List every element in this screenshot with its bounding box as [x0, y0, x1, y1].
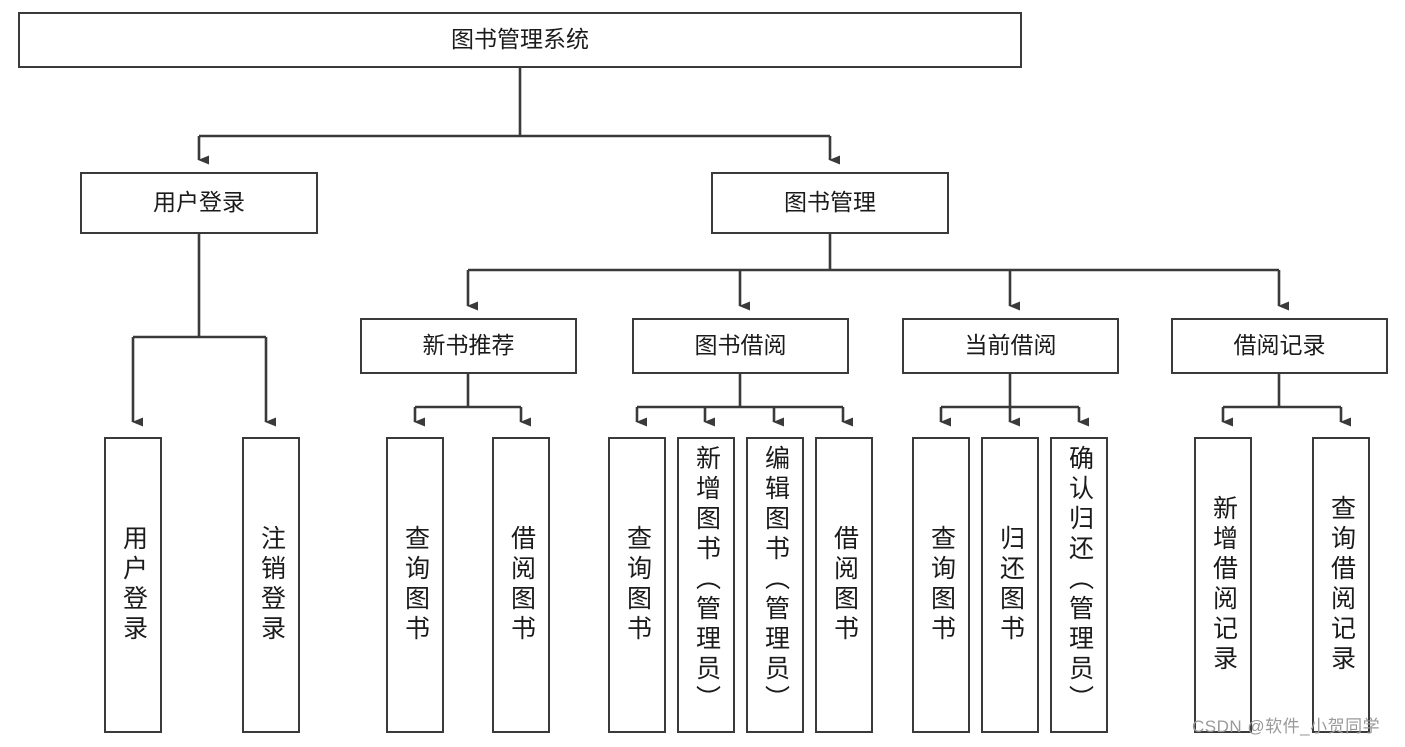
node-label: 新书推荐: [422, 332, 515, 359]
node-book-management[interactable]: 图书管理: [711, 172, 949, 234]
node-leaf-query-borrow-record[interactable]: 查询借阅记录: [1312, 437, 1370, 733]
node-leaf-query-book-recommend[interactable]: 查询图书: [386, 437, 444, 733]
node-user-login[interactable]: 用户登录: [80, 172, 318, 234]
node-leaf-add-borrow-record[interactable]: 新增借阅记录: [1194, 437, 1252, 733]
node-leaf-borrow-book[interactable]: 借阅图书: [815, 437, 873, 733]
node-leaf-return-book[interactable]: 归还图书: [981, 437, 1039, 733]
node-label: 新增图书（管理员）: [692, 445, 721, 715]
node-leaf-borrow-book-recommend[interactable]: 借阅图书: [492, 437, 550, 733]
node-label: 编辑图书（管理员）: [761, 445, 790, 715]
csdn-watermark: CSDN @软件_小贺同学: [1192, 717, 1381, 736]
node-leaf-add-book-admin[interactable]: 新增图书（管理员）: [677, 437, 735, 733]
node-label: 查询图书: [623, 525, 652, 645]
node-label: 确认归还（管理员）: [1065, 445, 1094, 715]
node-label: 借阅记录: [1233, 332, 1326, 359]
node-current-borrow[interactable]: 当前借阅: [902, 318, 1119, 374]
node-leaf-confirm-return-admin[interactable]: 确认归还（管理员）: [1050, 437, 1108, 733]
node-leaf-query-book-borrow[interactable]: 查询图书: [608, 437, 666, 733]
node-label: 注销登录: [257, 525, 286, 645]
node-label: 图书借阅: [694, 332, 787, 359]
node-label: 当前借阅: [964, 332, 1057, 359]
node-label: 图书管理系统: [451, 26, 589, 53]
node-leaf-edit-book-admin[interactable]: 编辑图书（管理员）: [746, 437, 804, 733]
node-label: 查询借阅记录: [1327, 495, 1356, 675]
node-label: 用户登录: [119, 525, 148, 645]
node-label: 新增借阅记录: [1209, 495, 1238, 675]
node-leaf-query-book-current[interactable]: 查询图书: [912, 437, 970, 733]
node-new-book-recommend[interactable]: 新书推荐: [360, 318, 577, 374]
node-label: 用户登录: [153, 189, 245, 216]
node-leaf-user-login[interactable]: 用户登录: [104, 437, 162, 733]
node-leaf-logout-login[interactable]: 注销登录: [242, 437, 300, 733]
node-label: 借阅图书: [507, 525, 536, 645]
node-label: 查询图书: [927, 525, 956, 645]
node-borrow-record[interactable]: 借阅记录: [1171, 318, 1388, 374]
node-label: 图书管理: [784, 189, 876, 216]
node-root-book-management-system[interactable]: 图书管理系统: [18, 12, 1022, 68]
node-book-borrow[interactable]: 图书借阅: [632, 318, 849, 374]
node-label: 借阅图书: [830, 525, 859, 645]
node-label: 归还图书: [996, 525, 1025, 645]
node-label: 查询图书: [401, 525, 430, 645]
